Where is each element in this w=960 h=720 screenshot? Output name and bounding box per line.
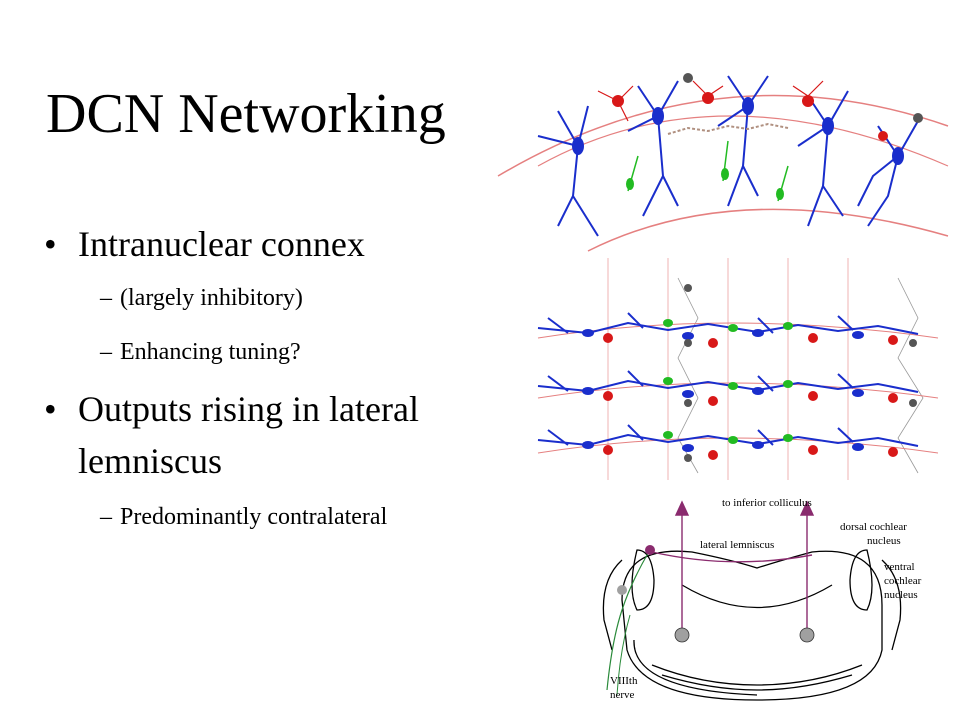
fusiform-cell [822, 117, 834, 135]
cochlear-nucleus-outline [602, 559, 623, 651]
subbullet-dash: – [100, 339, 112, 365]
brainstem-pathway-diagram: to inferior colliculus lateral lemniscus… [582, 490, 954, 712]
label-nerve-line1: VIIIth [610, 675, 638, 687]
bullet-text-line: Outputs rising in lateral [78, 389, 419, 429]
layer-band [537, 370, 939, 406]
granule-cell [626, 178, 634, 190]
cochlear-nucleus-outline [881, 559, 902, 651]
band-outline [587, 208, 949, 252]
label-dcn-line2: nucleus [867, 535, 901, 547]
inhibitory-cell [612, 95, 624, 107]
layer-band [537, 312, 939, 348]
subbullet-dash: – [100, 285, 112, 311]
dcn-stacked-layers-illustration [528, 258, 948, 480]
granule-cell [721, 168, 729, 180]
fusiform-cell [572, 137, 584, 155]
layer-band [537, 424, 939, 460]
subbullet-dash: – [100, 504, 112, 530]
slide-title: DCN Networking [46, 83, 446, 145]
bullet-text-line: lemniscus [78, 441, 222, 481]
label-dcn-line1: dorsal cochlear [840, 521, 907, 533]
label-vcn-line3: nucleus [884, 589, 918, 601]
lateral-lemniscus-path [651, 500, 815, 640]
fusiform-cell [652, 107, 664, 125]
subbullet-text: (largely inhibitory) [120, 285, 303, 311]
inhibitory-cell [702, 92, 714, 104]
grid-cell [913, 113, 923, 123]
fusiform-cell [742, 97, 754, 115]
cochlear-nucleus-outline [849, 549, 873, 611]
label-to-inferior-colliculus: to inferior colliculus [722, 497, 812, 509]
band-outline [537, 115, 949, 167]
inhibitory-cell [802, 95, 814, 107]
fusiform-cell [892, 147, 904, 165]
dcn-layer-illustration [478, 56, 960, 260]
subbullet-text: Predominantly contralateral [120, 504, 388, 530]
label-vcn-line1: ventral [884, 561, 915, 573]
label-nerve-line2: nerve [610, 689, 635, 701]
band-outline [497, 94, 949, 177]
bullet-dot: • [44, 389, 57, 429]
label-lateral-lemniscus: lateral lemniscus [700, 539, 774, 551]
bullet-dot: • [44, 224, 57, 264]
granule-cell [776, 188, 784, 200]
inhibitory-cell [878, 131, 888, 141]
grid-cell [683, 73, 693, 83]
bullet-text: Intranuclear connex [78, 224, 365, 264]
label-vcn-line2: cochlear [884, 575, 922, 587]
subbullet-text: Enhancing tuning? [120, 339, 301, 365]
